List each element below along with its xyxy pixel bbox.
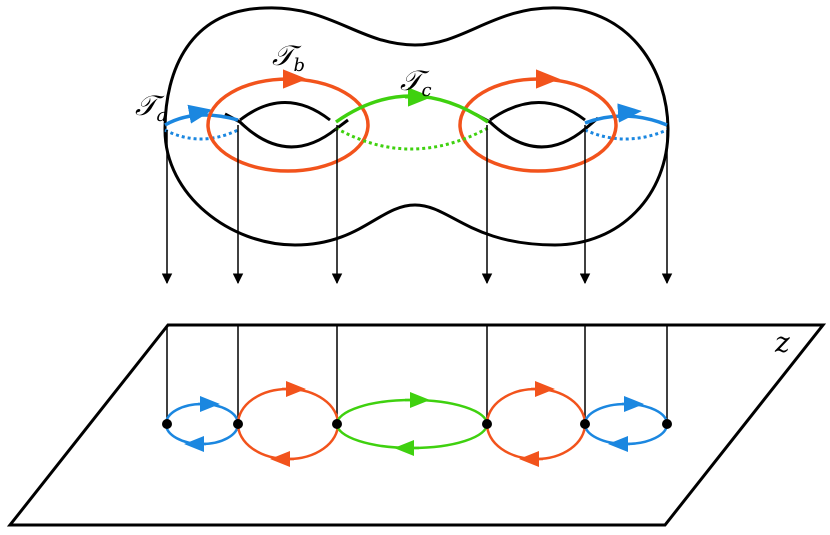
- right-hole-upper: [489, 101, 586, 122]
- branch-point: [233, 419, 243, 429]
- cycle-b-right: [458, 77, 618, 173]
- cycle-a-left-front: [164, 113, 239, 127]
- plane-lines: [166, 325, 668, 423]
- branch-point: [662, 419, 672, 429]
- cycle-c-front: [334, 94, 489, 124]
- surface-outline: [163, 6, 670, 247]
- projected-cycle-a-left: [164, 402, 240, 446]
- label-plane: z: [774, 326, 790, 359]
- cycle-a-left-back: [164, 128, 239, 141]
- branch-points: [162, 419, 672, 429]
- complex-plane: [6, 323, 827, 527]
- projected-cycle-b-left: [236, 387, 340, 461]
- left-hole-lower: [224, 112, 349, 149]
- branch-point: [482, 419, 492, 429]
- cycle-a-left-arrow: [187, 104, 213, 124]
- projected-cycle-b-right: [485, 387, 587, 461]
- projected-cycle-a-right: [583, 402, 669, 446]
- cycle-b-left: [206, 77, 370, 173]
- cycle-c-back: [335, 126, 489, 151]
- projected-cycle-c: [335, 398, 489, 450]
- label-tc: 𝒯c: [400, 64, 432, 101]
- left-hole-upper: [239, 101, 331, 122]
- cycle-a-right-back: [584, 128, 668, 141]
- projection-lines: [161, 125, 673, 285]
- label-tb: 𝒯b: [272, 39, 305, 76]
- label-ta: 𝒯a: [135, 89, 167, 126]
- cycle-a-right-arrow: [617, 103, 642, 123]
- branch-point: [162, 419, 172, 429]
- branch-point: [580, 419, 590, 429]
- right-hole-lower: [474, 112, 599, 149]
- branch-point: [332, 419, 342, 429]
